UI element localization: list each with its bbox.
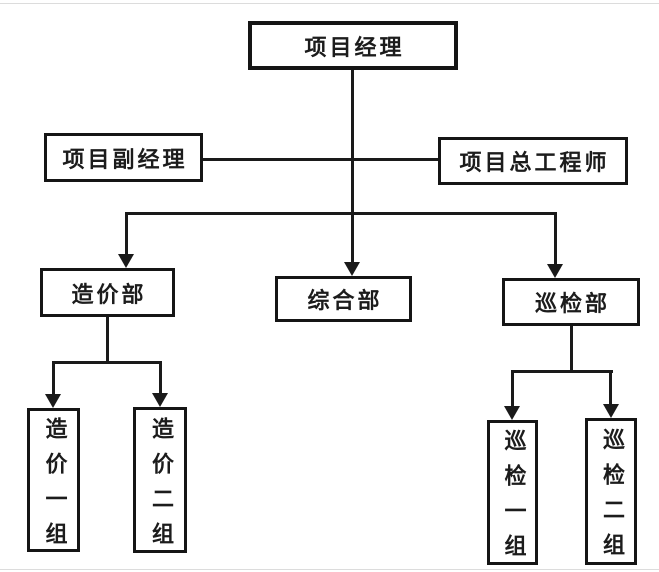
connector-inspection-horizontal bbox=[511, 370, 613, 373]
node-project-manager: 项目经理 bbox=[248, 21, 458, 70]
node-inspection-group2-label: 巡检二组 bbox=[599, 428, 624, 568]
connector-cost-horizontal bbox=[52, 361, 162, 364]
node-chief-engineer-label: 项目总工程师 bbox=[459, 151, 610, 176]
node-cost-dept: 造价部 bbox=[40, 268, 175, 317]
arrow-into-cost-group1 bbox=[45, 394, 61, 408]
node-cost-group1-label: 造价一组 bbox=[41, 416, 67, 557]
arrow-into-cost-dept bbox=[118, 254, 134, 268]
node-project-manager-label: 项目经理 bbox=[304, 35, 405, 61]
node-cost-dept-label: 造价部 bbox=[71, 282, 147, 308]
top-frame-line bbox=[0, 3, 659, 4]
connector-to-inspection-group2 bbox=[609, 370, 612, 405]
arrow-into-cost-group2 bbox=[152, 393, 168, 407]
arrow-into-inspection-group1 bbox=[504, 406, 520, 420]
arrow-into-general-dept bbox=[344, 262, 360, 276]
node-inspection-dept-label: 巡检部 bbox=[534, 292, 610, 317]
arrow-into-inspection-group2 bbox=[603, 404, 619, 418]
connector-to-cost-group1 bbox=[52, 361, 55, 395]
arrow-into-inspection-dept bbox=[547, 264, 563, 278]
connector-to-cost-group2 bbox=[159, 361, 162, 394]
node-cost-group1: 造价一组 bbox=[27, 408, 80, 557]
node-general-dept: 综合部 bbox=[275, 276, 412, 322]
connector-cost-dept-down bbox=[106, 315, 109, 364]
node-inspection-group1: 巡检一组 bbox=[487, 420, 538, 569]
connector-level2-horizontal bbox=[125, 212, 557, 215]
node-inspection-group2: 巡检二组 bbox=[585, 418, 637, 568]
node-inspection-dept: 巡检部 bbox=[502, 278, 640, 326]
node-deputy-manager-label: 项目副经理 bbox=[62, 147, 188, 173]
connector-to-cost-dept bbox=[125, 212, 128, 255]
node-general-dept-label: 综合部 bbox=[307, 289, 383, 314]
connector-lateral-managers bbox=[203, 158, 438, 161]
connector-to-inspection-dept bbox=[554, 212, 557, 265]
bottom-frame-line bbox=[0, 569, 659, 570]
node-deputy-manager: 项目副经理 bbox=[44, 133, 203, 182]
node-cost-group2-label: 造价二组 bbox=[148, 416, 173, 557]
connector-to-inspection-group1 bbox=[511, 370, 514, 407]
connector-inspection-dept-down bbox=[570, 324, 573, 373]
node-cost-group2: 造价二组 bbox=[133, 407, 187, 557]
node-chief-engineer: 项目总工程师 bbox=[438, 137, 628, 185]
node-inspection-group1-label: 巡检一组 bbox=[500, 429, 526, 569]
connector-manager-down bbox=[351, 68, 354, 263]
